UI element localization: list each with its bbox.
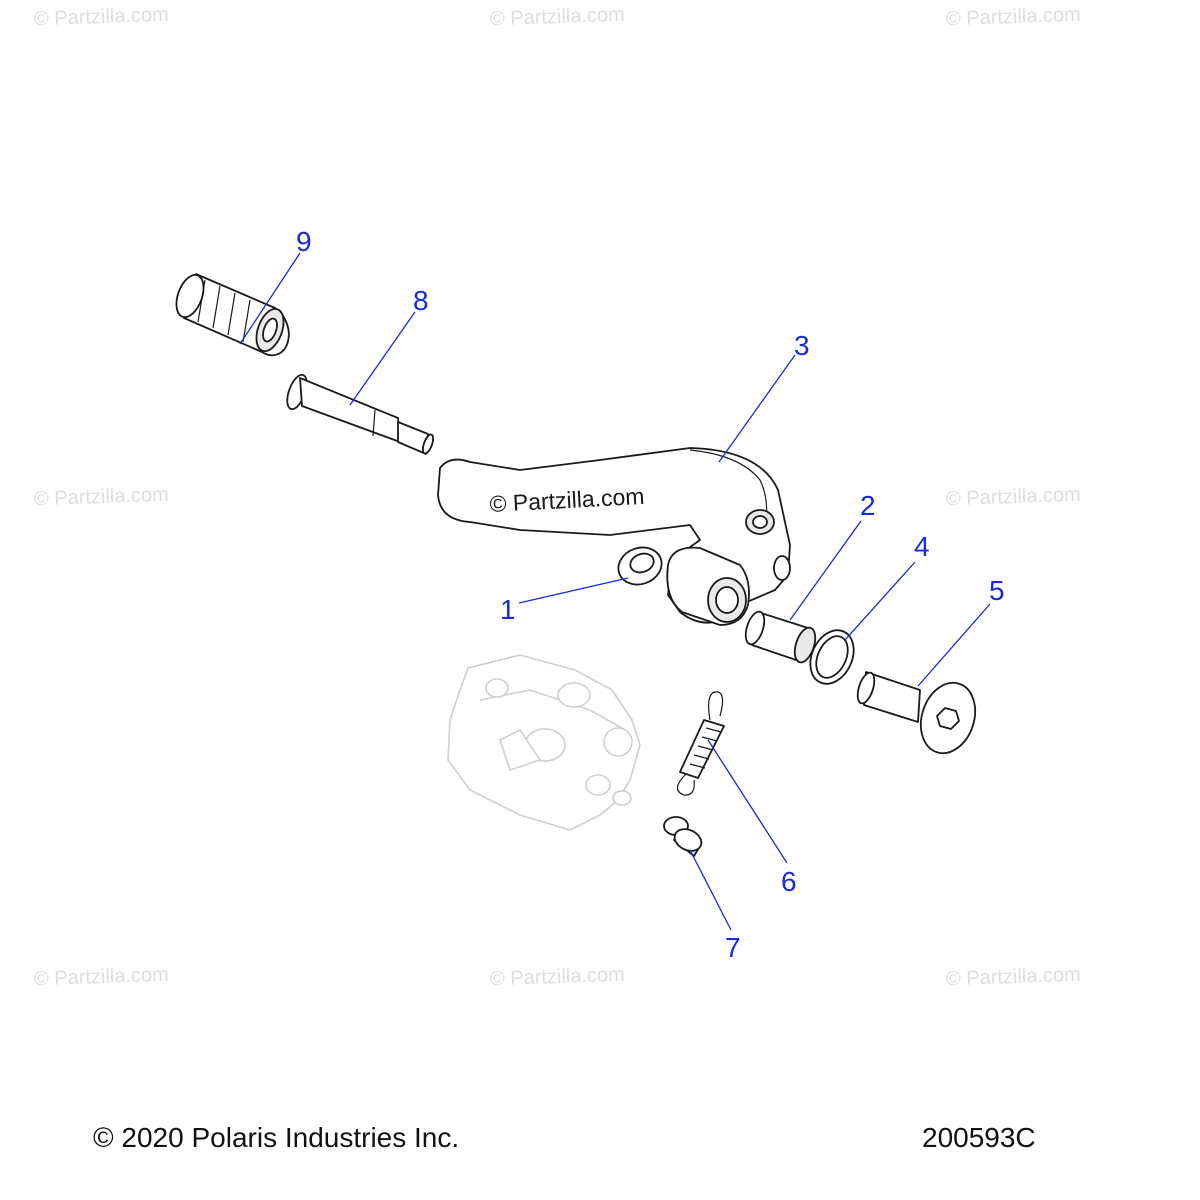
leader-line-4 — [844, 561, 916, 641]
callout-7: 7 — [725, 932, 741, 963]
part-5-shoulder-bolt — [856, 671, 977, 755]
leader-line-1 — [518, 577, 629, 604]
callout-8: 8 — [413, 285, 429, 316]
part-8-pivot-pin — [286, 373, 434, 455]
callout-5: 5 — [989, 575, 1005, 606]
copyright-notice: © 2020 Polaris Industries Inc. — [93, 1122, 460, 1153]
part-2-bushing — [744, 610, 817, 664]
leader-line-6 — [707, 739, 788, 864]
leader-line-3 — [718, 354, 796, 463]
ghost-mounting-bracket — [447, 654, 641, 831]
part-3-brake-pedal — [437, 447, 791, 626]
leader-line-5 — [917, 603, 991, 687]
leader-line-8 — [349, 311, 416, 406]
leader-line-2 — [789, 520, 862, 621]
callout-2: 2 — [860, 490, 876, 521]
part-7-flange-bolt — [663, 816, 703, 857]
leader-line-9 — [239, 252, 301, 345]
callout-3: 3 — [794, 330, 810, 361]
diagram-number: 200593C — [922, 1122, 1036, 1153]
callout-9: 9 — [296, 226, 312, 257]
part-9-footpeg-rubber — [175, 273, 290, 357]
callout-6: 6 — [781, 866, 797, 897]
part-4-seal-ring — [809, 629, 855, 685]
callout-4: 4 — [914, 531, 930, 562]
part-6-return-spring — [676, 691, 725, 796]
leader-line-7 — [689, 849, 732, 931]
part-1-washer — [617, 546, 663, 586]
callout-1: 1 — [500, 594, 516, 625]
